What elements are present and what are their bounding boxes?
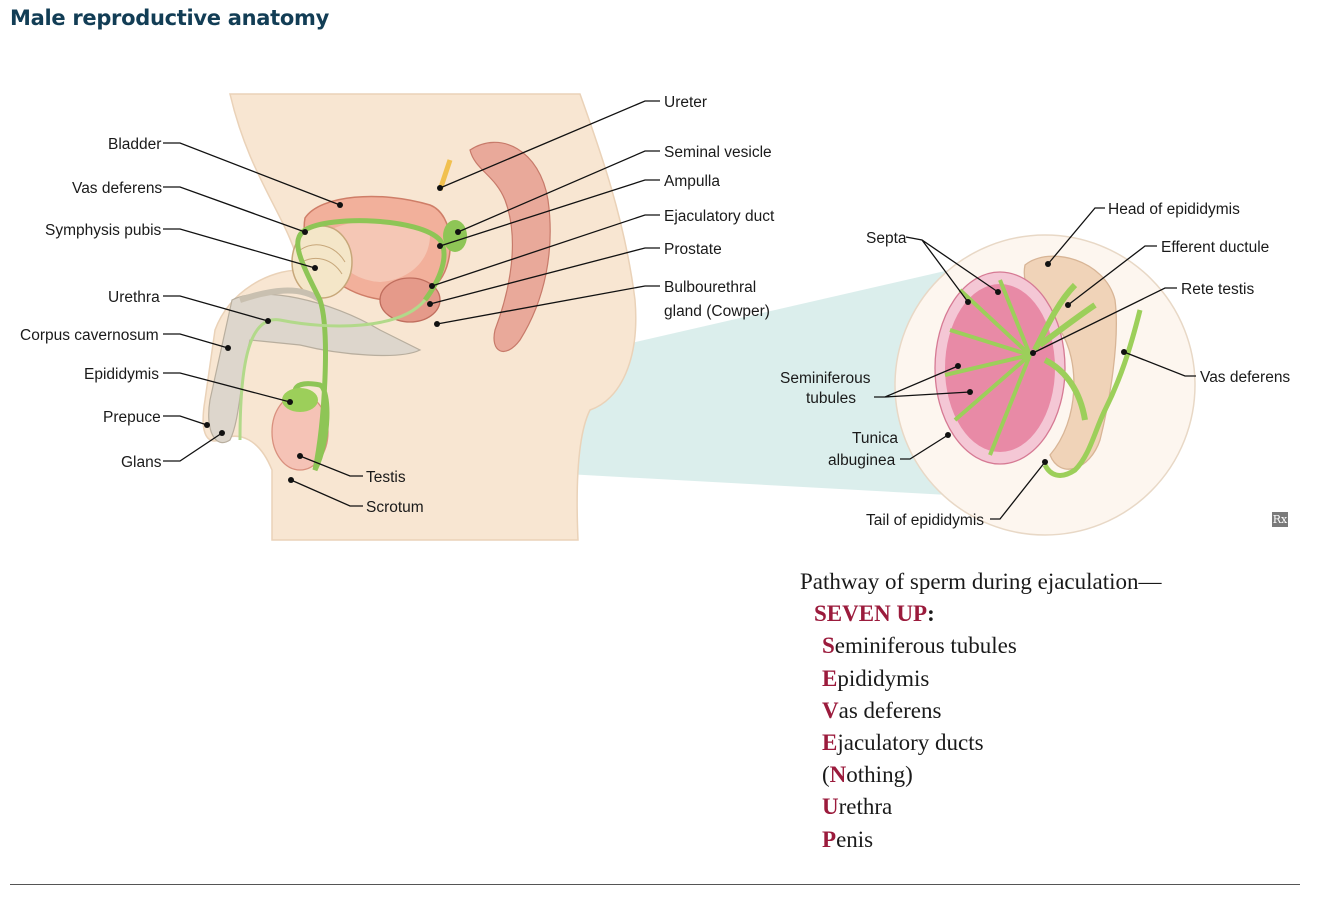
svg-text:Septa: Septa	[866, 230, 907, 247]
svg-text:Epididymis: Epididymis	[84, 366, 159, 383]
svg-text:Tunica: Tunica	[852, 430, 898, 447]
svg-text:gland (Cowper): gland (Cowper)	[664, 303, 770, 320]
label-seminiferous-tubules: Seminiferous tubules	[780, 363, 973, 407]
label-prepuce: Prepuce	[103, 409, 210, 428]
label-scrotum: Scrotum	[288, 477, 424, 516]
label-tunica-albuginea: Tunica albuginea	[828, 430, 951, 469]
svg-text:Scrotum: Scrotum	[366, 499, 424, 516]
svg-text:Rete testis: Rete testis	[1181, 281, 1254, 298]
bladder-inner	[330, 220, 430, 282]
svg-text:Urethra: Urethra	[108, 289, 160, 306]
label-ampulla: Ampulla	[437, 173, 720, 249]
svg-text:Bulbourethral: Bulbourethral	[664, 279, 756, 296]
svg-text:Tail of epididymis: Tail of epididymis	[866, 512, 984, 529]
rx-icon: Rx	[1272, 512, 1288, 527]
svg-text:Vas deferens: Vas deferens	[72, 180, 162, 197]
label-glans: Glans	[121, 430, 225, 471]
svg-text:Testis: Testis	[366, 469, 406, 486]
label-epididymis: Epididymis	[84, 366, 293, 405]
urethra-duct	[238, 299, 427, 441]
mnemonic-item: Penis	[822, 826, 874, 852]
label-symphysis-pubis: Symphysis pubis	[45, 222, 318, 271]
svg-text:Glans: Glans	[121, 454, 162, 471]
label-testis: Testis	[297, 453, 406, 486]
svg-text:Ampulla: Ampulla	[664, 173, 720, 190]
svg-text:Prostate: Prostate	[664, 241, 722, 258]
mnemonic-item: Epididymis	[822, 665, 930, 691]
vas-deferens-duct	[292, 218, 447, 472]
svg-text:Efferent ductule: Efferent ductule	[1161, 239, 1269, 256]
label-vas-deferens-zoom: Vas deferens	[1121, 349, 1290, 386]
svg-text:Corpus cavernosum: Corpus cavernosum	[20, 327, 159, 344]
mnemonic-title: SEVEN UP:	[814, 601, 935, 627]
label-ejaculatory-duct: Ejaculatory duct	[429, 208, 775, 289]
mnemonic-item: Ejaculatory ducts	[822, 730, 984, 756]
mnemonic-item: Vas deferens	[822, 697, 942, 723]
svg-text:Vas deferens: Vas deferens	[1200, 369, 1290, 386]
page-title: Male reproductive anatomy	[10, 6, 329, 30]
svg-text:Symphysis pubis: Symphysis pubis	[45, 222, 162, 239]
mnemonic-box: Pathway of sperm during ejaculation— SEV…	[800, 566, 1162, 856]
label-rete-testis: Rete testis	[1030, 281, 1254, 356]
svg-text:albuginea: albuginea	[828, 452, 896, 469]
label-ureter: Ureter	[437, 94, 707, 191]
label-tail-of-epididymis: Tail of epididymis	[866, 459, 1048, 529]
mnemonic-item: Seminiferous tubules	[822, 633, 1017, 659]
mnemonic-heading: Pathway of sperm during ejaculation—	[800, 569, 1162, 594]
anatomy-diagram: Bladder Vas deferens Symphysis pubis Ure…	[20, 93, 1290, 541]
mnemonic-item: (Nothing)	[822, 762, 913, 788]
label-bulbourethral: Bulbourethral gland (Cowper)	[434, 279, 770, 327]
label-bladder: Bladder	[108, 136, 343, 208]
label-head-of-epididymis: Head of epididymis	[1045, 201, 1240, 267]
epididymis-shape	[282, 388, 318, 412]
septa-lines	[944, 279, 1032, 456]
svg-text:Head of epididymis: Head of epididymis	[1108, 201, 1240, 218]
svg-text:Bladder: Bladder	[108, 136, 161, 153]
svg-text:Ejaculatory duct: Ejaculatory duct	[664, 208, 775, 225]
footer-divider	[10, 884, 1300, 885]
ureter-shape	[437, 159, 453, 191]
rectum	[469, 141, 551, 352]
label-seminal-vesicle: Seminal vesicle	[455, 144, 772, 235]
label-vas-deferens: Vas deferens	[72, 180, 308, 235]
prostate-shape	[379, 277, 441, 323]
mnemonic-item: Urethra	[822, 794, 893, 820]
efferent-ductule-shape	[1032, 282, 1097, 421]
label-urethra: Urethra	[108, 289, 271, 324]
seminal-vesicle-shape	[443, 220, 467, 252]
label-septa: Septa	[866, 230, 1001, 305]
svg-text:tubules: tubules	[806, 390, 856, 407]
svg-text:Seminiferous: Seminiferous	[780, 370, 871, 387]
vas-deferens-zoom	[1042, 309, 1143, 478]
svg-text:Prepuce: Prepuce	[103, 409, 161, 426]
svg-text:Seminal vesicle: Seminal vesicle	[664, 144, 772, 161]
svg-text:Ureter: Ureter	[664, 94, 707, 111]
label-efferent-ductule: Efferent ductule	[1065, 239, 1269, 308]
label-corpus-cavernosum: Corpus cavernosum	[20, 327, 231, 351]
label-prostate: Prostate	[427, 241, 722, 307]
